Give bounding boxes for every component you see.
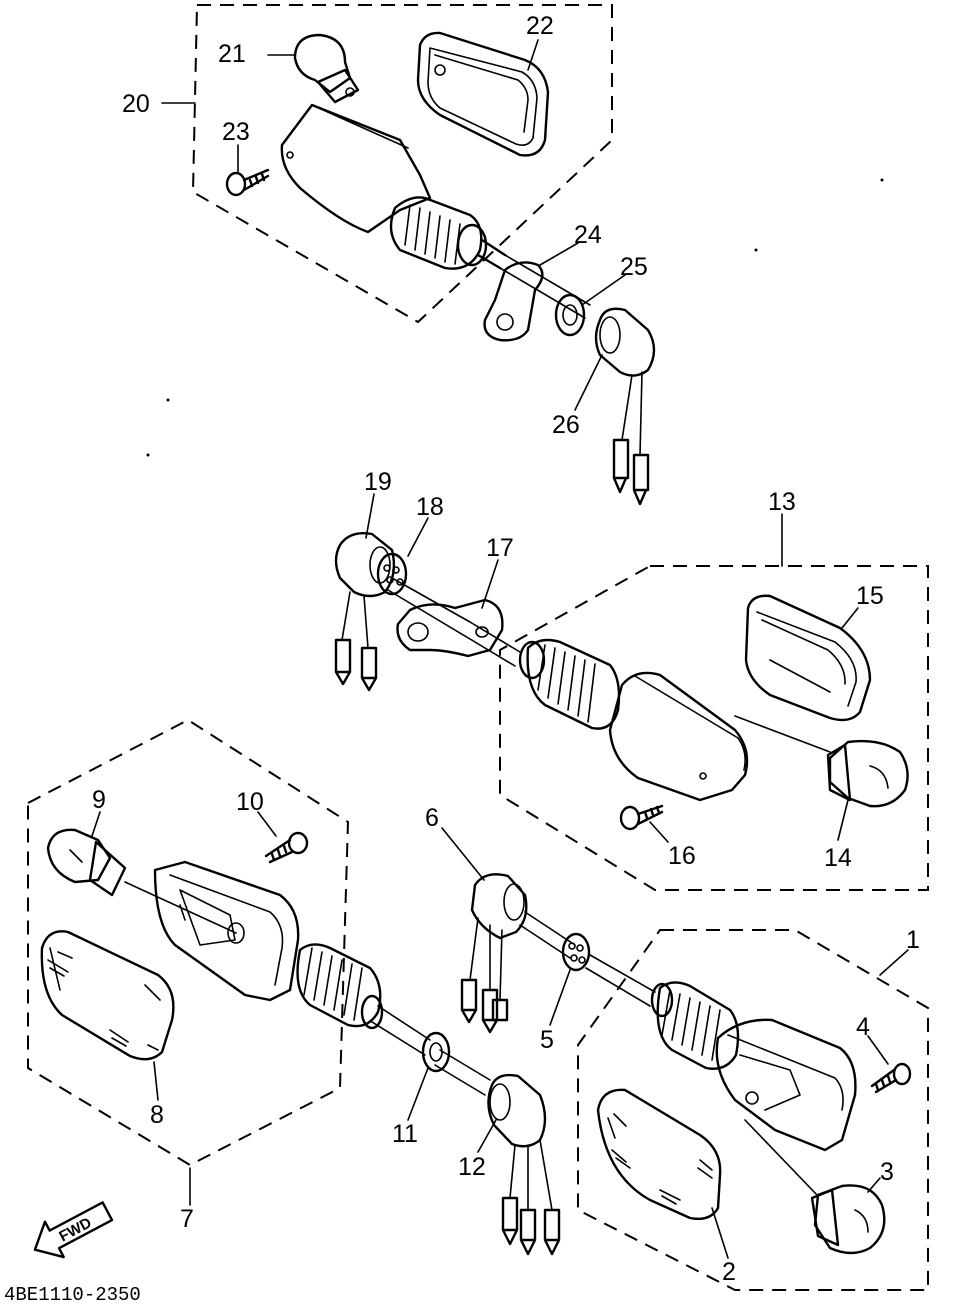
leader-25 xyxy=(581,274,626,306)
label-11: 11 xyxy=(392,1120,418,1148)
label-25: 25 xyxy=(620,253,648,281)
label-22: 22 xyxy=(526,12,554,40)
socket-26[interactable] xyxy=(594,307,656,506)
leader-17 xyxy=(481,559,499,609)
screw-10[interactable] xyxy=(264,831,309,864)
bulb-21[interactable] xyxy=(293,33,360,104)
leader-bulb-9-housing xyxy=(124,881,237,934)
bulb-9[interactable] xyxy=(46,828,127,897)
label-12: 12 xyxy=(458,1153,486,1181)
bulb-14[interactable] xyxy=(826,739,909,808)
leader-12 xyxy=(477,1119,497,1153)
lens-2[interactable] xyxy=(596,1088,722,1221)
bracket-17[interactable] xyxy=(396,598,504,658)
label-19: 19 xyxy=(364,468,392,496)
lens-15[interactable] xyxy=(744,594,872,722)
group-20-boundary xyxy=(191,4,613,324)
lens-22[interactable] xyxy=(416,31,550,157)
leader-bulb-14-housing xyxy=(734,715,831,753)
assembly-group-7 xyxy=(27,718,561,1256)
label-15: 15 xyxy=(856,582,884,610)
leader-19 xyxy=(365,493,375,539)
label-7: 7 xyxy=(180,1205,194,1233)
bracket-24[interactable] xyxy=(483,261,544,342)
label-23: 23 xyxy=(222,118,250,146)
flasher-housing-13 xyxy=(387,577,749,802)
assembly-group-13 xyxy=(334,493,929,891)
leader-6 xyxy=(441,827,485,881)
label-9: 9 xyxy=(92,786,106,814)
group-1-boundary xyxy=(577,929,929,1291)
label-26: 26 xyxy=(552,411,580,439)
leader-18 xyxy=(407,517,429,557)
bulb-3[interactable] xyxy=(810,1184,886,1255)
label-5: 5 xyxy=(540,1026,554,1054)
label-2: 2 xyxy=(722,1258,736,1286)
scan-dot xyxy=(754,248,758,252)
forward-direction-arrow: FWD xyxy=(33,1201,114,1259)
screw-16[interactable] xyxy=(619,804,664,831)
leader-26 xyxy=(574,354,603,411)
grommet-5[interactable] xyxy=(561,932,591,972)
label-24: 24 xyxy=(574,221,602,249)
label-8: 8 xyxy=(150,1101,164,1129)
diagram-code: 4BE1110-2350 xyxy=(4,1284,141,1305)
lens-8[interactable] xyxy=(40,930,175,1061)
group-7-boundary xyxy=(27,718,350,1167)
socket-19[interactable] xyxy=(334,531,396,692)
leader-5 xyxy=(549,969,571,1026)
part-number-labels: 1 2 3 4 5 6 7 8 9 10 11 12 13 14 15 16 1… xyxy=(92,12,920,1286)
leader-4 xyxy=(867,1035,889,1065)
label-18: 18 xyxy=(416,493,444,521)
flasher-housing-7 xyxy=(153,860,491,1096)
label-6: 6 xyxy=(425,804,439,832)
label-14: 14 xyxy=(824,844,852,872)
scan-dot xyxy=(880,178,884,182)
leader-3 xyxy=(867,1177,881,1193)
leader-16 xyxy=(649,821,669,843)
label-4: 4 xyxy=(856,1013,870,1041)
leader-24 xyxy=(539,242,579,266)
label-10: 10 xyxy=(236,788,264,816)
scan-dot xyxy=(166,398,170,402)
leader-bulb-3-housing xyxy=(744,1119,819,1197)
leader-9 xyxy=(91,811,101,837)
grommet-25[interactable] xyxy=(554,293,586,337)
assembly-group-20 xyxy=(161,4,656,506)
label-21: 21 xyxy=(218,40,246,68)
label-20: 20 xyxy=(122,90,150,118)
leader-22 xyxy=(527,39,539,71)
leader-11 xyxy=(407,1067,429,1121)
socket-12[interactable] xyxy=(487,1073,561,1256)
leader-14 xyxy=(837,799,849,841)
socket-6[interactable] xyxy=(460,873,528,1034)
label-17: 17 xyxy=(486,534,514,562)
group-13-boundary xyxy=(499,565,929,891)
screw-4[interactable] xyxy=(870,1062,912,1094)
arrow-left-icon xyxy=(33,1201,114,1259)
label-13: 13 xyxy=(768,488,796,516)
leader-1 xyxy=(879,949,909,976)
flasher-housing-20 xyxy=(280,103,591,319)
label-3: 3 xyxy=(880,1158,894,1186)
label-1: 1 xyxy=(906,926,920,954)
grommet-11[interactable] xyxy=(421,1031,451,1073)
leader-10 xyxy=(257,811,277,837)
screw-23[interactable] xyxy=(225,168,270,197)
leader-2 xyxy=(711,1207,729,1259)
scan-dot xyxy=(146,453,150,457)
assembly-group-1 xyxy=(441,827,929,1291)
leader-8 xyxy=(153,1061,159,1101)
label-16: 16 xyxy=(668,842,696,870)
leader-15 xyxy=(841,607,859,629)
